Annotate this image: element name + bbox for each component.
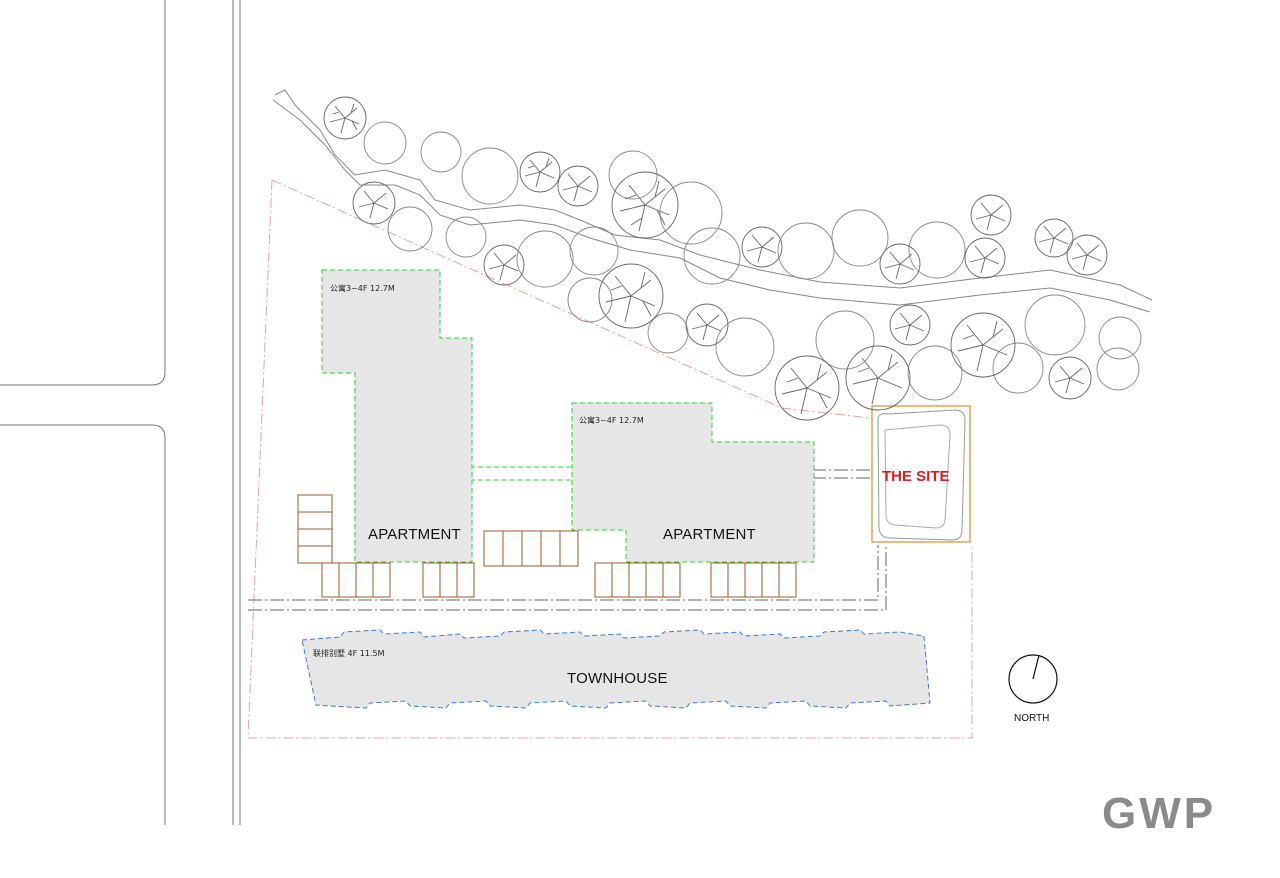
townhouse bbox=[301, 629, 931, 709]
tree-icon bbox=[1024, 294, 1086, 356]
tree-icon bbox=[611, 171, 679, 239]
roads bbox=[0, 0, 241, 825]
tree-icon bbox=[950, 312, 1016, 378]
tree-icon bbox=[907, 345, 963, 401]
tree-icon bbox=[1066, 234, 1108, 276]
tree-icon bbox=[683, 227, 741, 285]
tree-icon bbox=[659, 181, 723, 245]
parking bbox=[297, 494, 797, 598]
tree-icon bbox=[777, 222, 835, 280]
tree-icon bbox=[567, 277, 613, 323]
tree-icon bbox=[1096, 347, 1140, 391]
internal-roads bbox=[248, 469, 887, 611]
tree-icon bbox=[1098, 316, 1142, 360]
feature-trees bbox=[323, 96, 1108, 421]
tree-icon bbox=[685, 303, 729, 347]
north-label: NORTH bbox=[1014, 713, 1050, 724]
trees bbox=[363, 121, 1142, 401]
tree-icon bbox=[420, 131, 462, 173]
the-site bbox=[871, 405, 971, 543]
tree-icon bbox=[323, 96, 367, 140]
tree-icon bbox=[363, 121, 407, 165]
tree-icon bbox=[964, 237, 1006, 279]
townhouse-spec: 联排别墅 4F 11.5M bbox=[313, 649, 385, 658]
tree-icon bbox=[461, 147, 519, 205]
tree-icon bbox=[516, 230, 574, 288]
tree-icon bbox=[879, 243, 921, 285]
tree-icon bbox=[557, 165, 599, 207]
townhouse-name: TOWNHOUSE bbox=[567, 670, 668, 687]
tree-icon bbox=[845, 345, 911, 411]
tree-icon bbox=[445, 216, 487, 258]
tree-icon bbox=[1034, 218, 1074, 258]
tree-icon bbox=[352, 181, 396, 225]
apartment-right-spec: 公寓3~4F 12.7M bbox=[579, 416, 644, 425]
apartment-right-name: APARTMENT bbox=[663, 526, 756, 543]
tree-icon bbox=[970, 194, 1012, 236]
apartment-right bbox=[571, 402, 815, 563]
tree-icon bbox=[908, 221, 966, 279]
tree-icon bbox=[483, 244, 525, 286]
apartment-left-name: APARTMENT bbox=[368, 526, 461, 543]
apartment-left bbox=[321, 269, 473, 563]
tree-icon bbox=[387, 206, 433, 252]
tree-icon bbox=[831, 209, 889, 267]
tree-icon bbox=[992, 342, 1044, 394]
tree-icon bbox=[647, 312, 689, 354]
gwp-logo: GWP bbox=[1102, 789, 1217, 838]
tree-icon bbox=[519, 151, 561, 193]
tree-icon bbox=[741, 226, 783, 268]
tree-icon bbox=[889, 304, 931, 346]
tree-icon bbox=[598, 263, 664, 329]
tree-icon bbox=[715, 317, 775, 377]
apartment-connector bbox=[470, 466, 572, 481]
tree-icon bbox=[774, 355, 840, 421]
site-label: THE SITE bbox=[882, 468, 950, 485]
north-arrow-icon bbox=[1008, 654, 1058, 704]
tree-icon bbox=[608, 150, 658, 200]
creek bbox=[272, 89, 1153, 313]
tree-icon bbox=[1048, 356, 1092, 400]
tree-icon bbox=[815, 310, 875, 370]
apartment-left-spec: 公寓3~4F 12.7M bbox=[330, 284, 395, 293]
tree-icon bbox=[569, 226, 619, 276]
